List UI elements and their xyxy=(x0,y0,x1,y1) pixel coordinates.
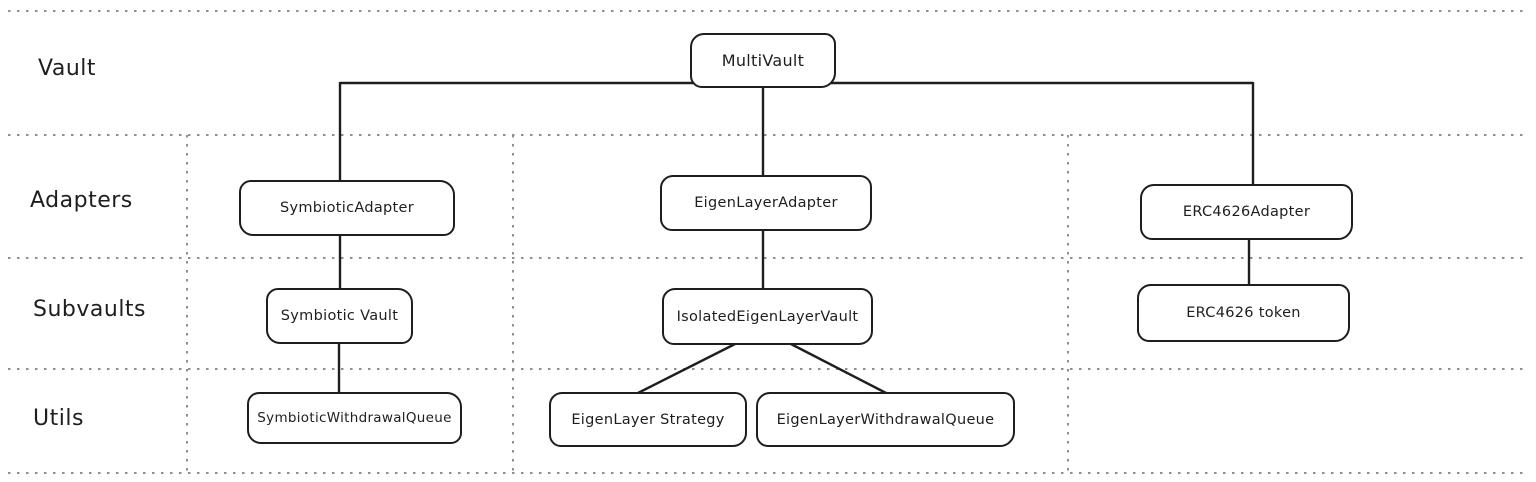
edge-isolatedeigenlayervault-eigenlayerwithdrawalqueue xyxy=(788,341,889,396)
node-eigenlayer-strategy-label: EigenLayer Strategy xyxy=(571,411,725,428)
node-symbiotic-withdrawal-queue: SymbioticWithdrawalQueue xyxy=(247,392,462,444)
node-erc4626-token: ERC4626 token xyxy=(1137,284,1350,342)
node-eigenlayer-adapter: EigenLayerAdapter xyxy=(660,175,872,231)
node-erc4626-token-label: ERC4626 token xyxy=(1186,305,1301,321)
edge-isolatedeigenlayervault-eigenlayerstrategy xyxy=(635,341,738,396)
node-symbiotic-adapter-label: SymbioticAdapter xyxy=(279,200,415,216)
row-label-adapters: Adapters xyxy=(30,188,133,213)
row-label-subvaults: Subvaults xyxy=(33,297,147,322)
node-isolated-eigenlayer-vault-label: IsolatedEigenLayerVault xyxy=(676,308,859,325)
row-label-utils: Utils xyxy=(33,406,84,431)
node-multivault-label: MultiVault xyxy=(721,51,805,70)
node-symbiotic-adapter: SymbioticAdapter xyxy=(239,180,455,236)
node-isolated-eigenlayer-vault: IsolatedEigenLayerVault xyxy=(662,288,873,345)
node-symbiotic-vault: Symbiotic Vault xyxy=(266,288,413,344)
node-eigenlayer-adapter-label: EigenLayerAdapter xyxy=(694,195,838,211)
node-multivault: MultiVault xyxy=(690,33,836,88)
node-erc4626-adapter-label: ERC4626Adapter xyxy=(1182,204,1311,220)
row-label-vault: Vault xyxy=(38,56,97,81)
node-symbiotic-withdrawal-queue-label: SymbioticWithdrawalQueue xyxy=(257,410,452,426)
node-symbiotic-vault-label: Symbiotic Vault xyxy=(280,308,399,324)
node-eigenlayer-withdrawal-queue: EigenLayerWithdrawalQueue xyxy=(756,392,1015,447)
node-eigenlayer-strategy: EigenLayer Strategy xyxy=(549,392,747,447)
node-eigenlayer-withdrawal-queue-label: EigenLayerWithdrawalQueue xyxy=(776,411,995,428)
node-erc4626-adapter: ERC4626Adapter xyxy=(1140,184,1353,240)
